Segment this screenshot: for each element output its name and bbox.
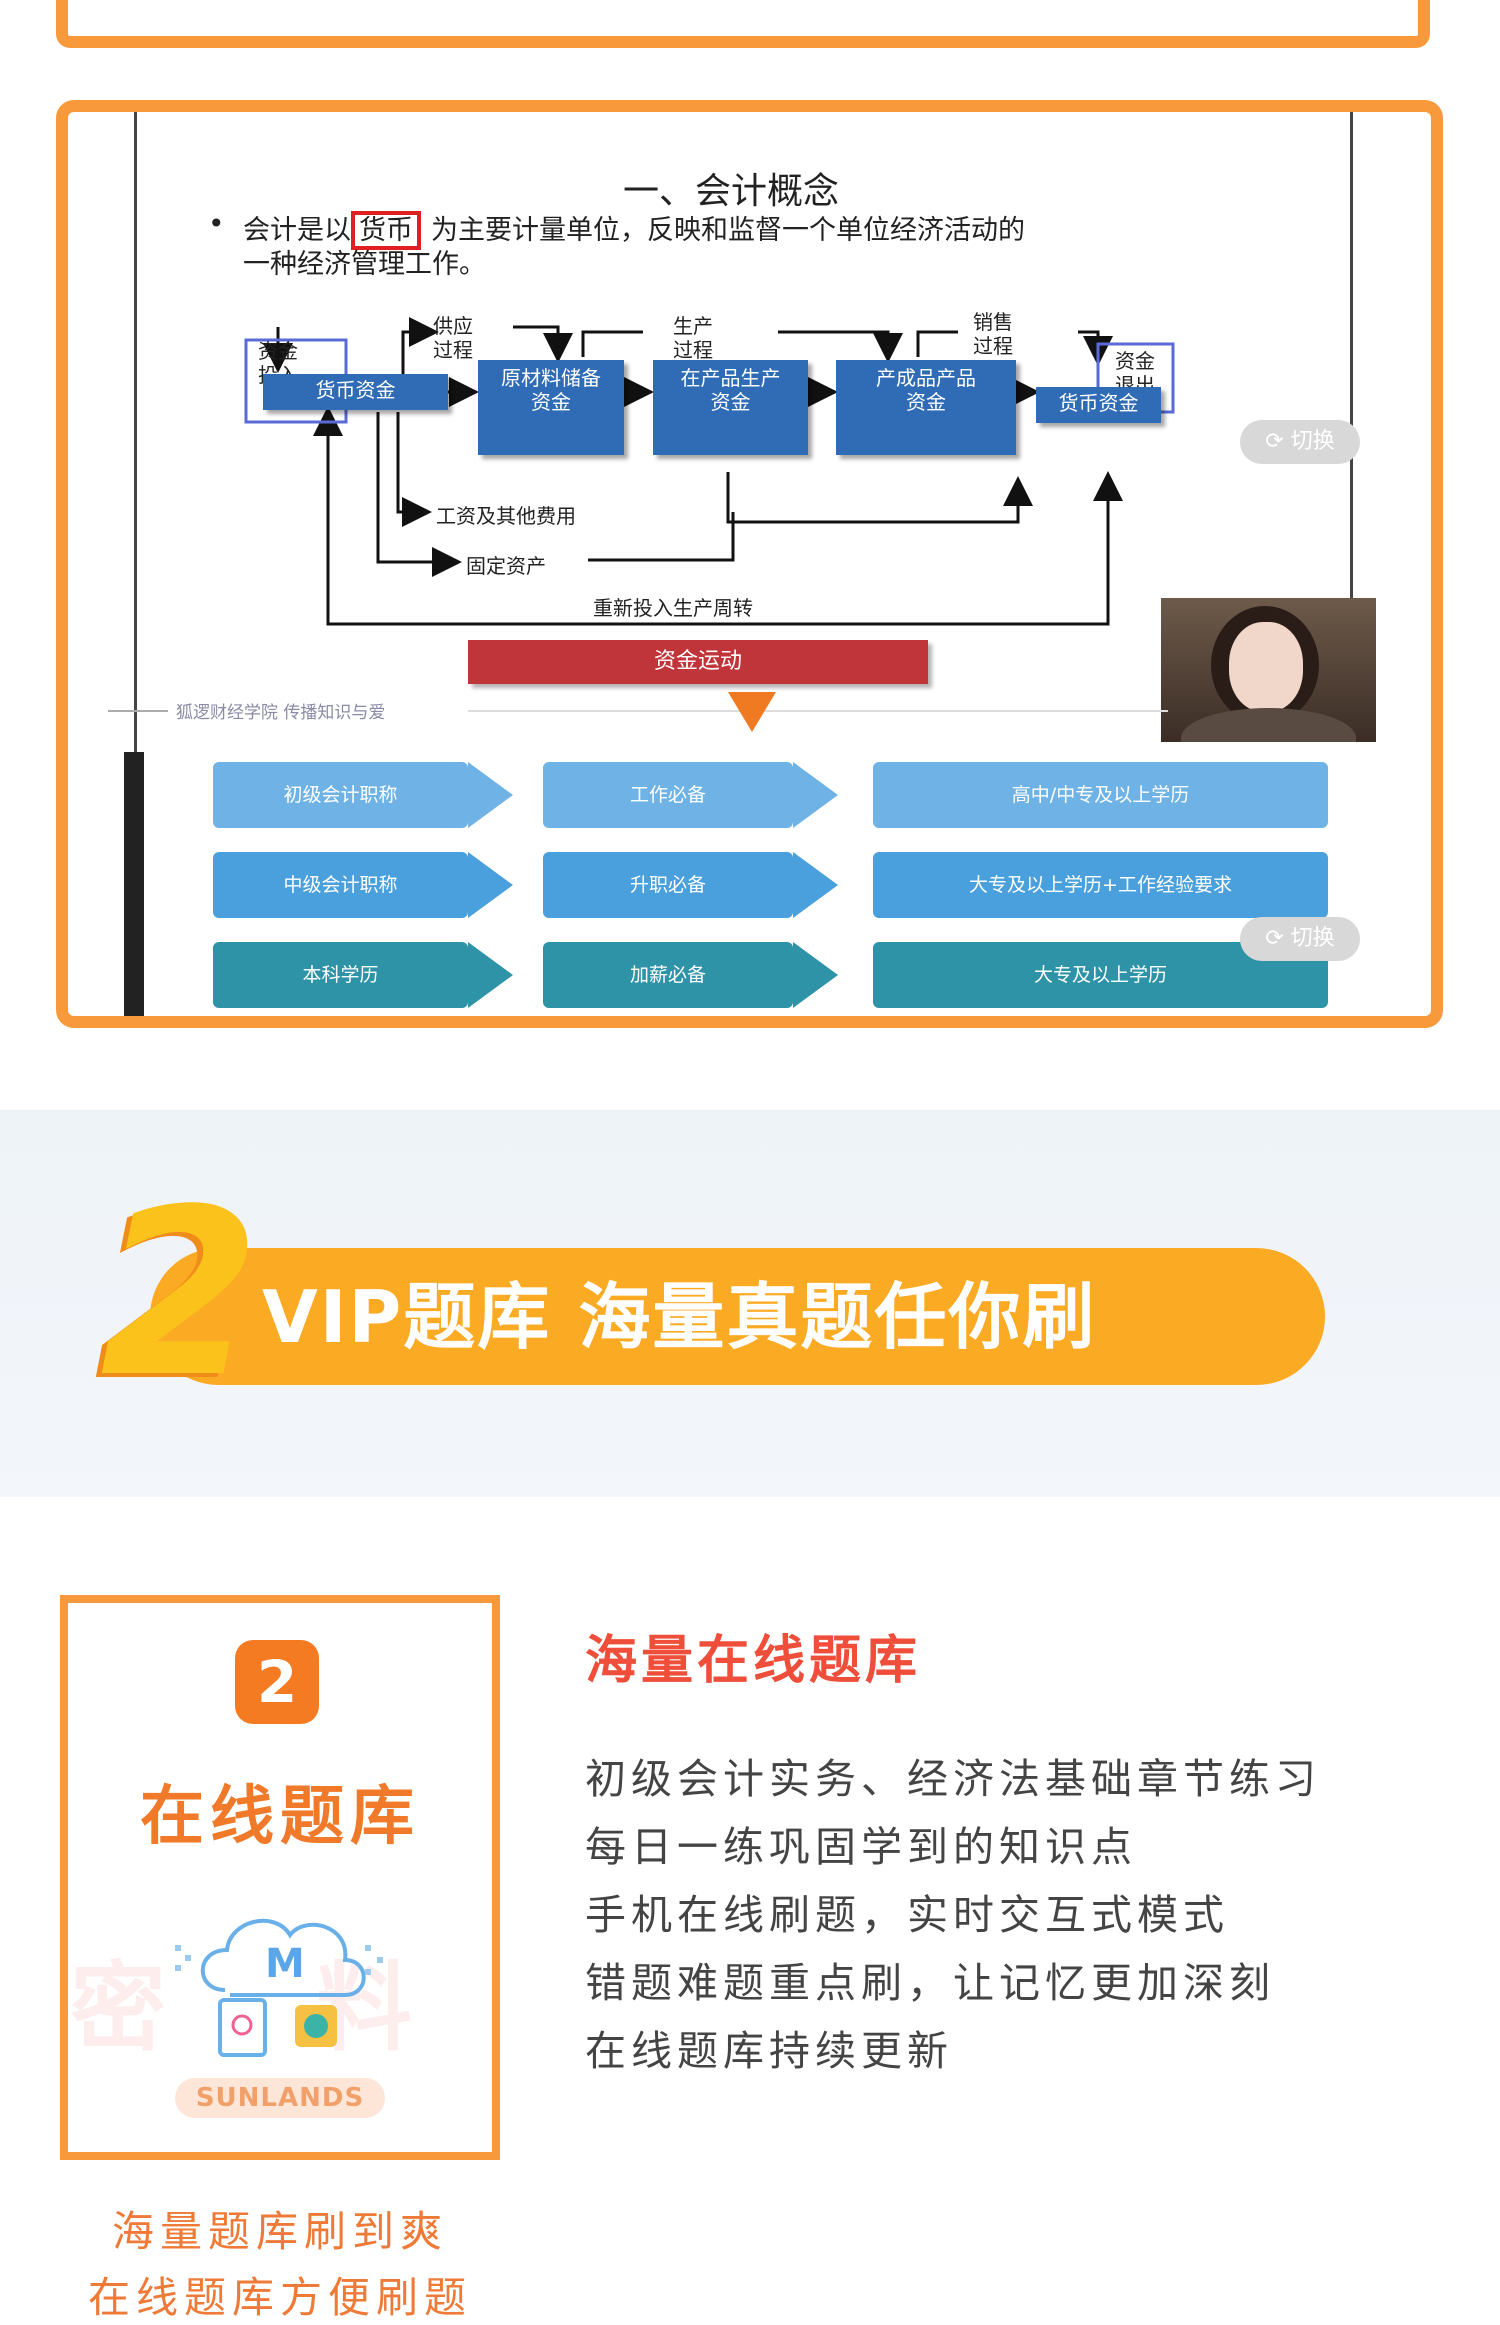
feature-line: 在线题库持续更新 [585, 2027, 953, 2075]
card-title: 在线题库 [140, 1780, 420, 1854]
arrow-icon [793, 942, 838, 1008]
switch-button-bottom[interactable]: ⟳ 切换 [1240, 917, 1360, 961]
career-row3-col1: 本科学历 [213, 942, 468, 1008]
arrow-icon [793, 762, 838, 828]
bullet-line-1: 会计是以货币为主要计量单位，反映和监督一个单位经济活动的 [243, 208, 1025, 250]
slide-left-border [134, 112, 137, 752]
label-production: 生产 过程 [673, 314, 713, 362]
school-divider-right [468, 710, 1168, 712]
label-fixed-assets: 固定资产 [466, 554, 546, 578]
teacher-webcam [1161, 598, 1376, 742]
teacher-face [1229, 622, 1303, 712]
cloud-question-bank-icon: M [175, 1918, 383, 2057]
teacher-clothes [1181, 708, 1356, 742]
arrow-icon [793, 852, 838, 918]
arrow-icon [468, 942, 513, 1008]
refresh-icon: ⟳ [1265, 429, 1284, 454]
feature-line: 初级会计实务、经济法基础章节练习 [585, 1755, 1321, 1803]
slide2-left-bar [124, 752, 144, 1016]
section-banner-pill [150, 1248, 1325, 1385]
switch-button-top[interactable]: ⟳ 切换 [1240, 420, 1360, 464]
slide-title: 一、会计概念 [623, 171, 840, 212]
arrow-icon [468, 852, 513, 918]
switch-label: 切换 [1290, 926, 1335, 951]
career-row2-col2: 升职必备 [543, 852, 793, 918]
arrow-icon [468, 762, 513, 828]
career-row2-col3: 大专及以上学历+工作经验要求 [873, 852, 1328, 918]
card-caption-2: 在线题库方便刷题 [87, 2273, 472, 2322]
lesson-video-panel[interactable]: 一、会计概念 • 会计是以货币为主要计量单位，反映和监督一个单位经济活动的 一种… [56, 100, 1443, 1028]
bullet-dot: • [208, 207, 225, 240]
career-row1-col3: 高中/中专及以上学历 [873, 762, 1328, 828]
brand-badge: SUNLANDS [175, 2078, 385, 2118]
feature-line: 手机在线刷题，实时交互式模式 [585, 1891, 1229, 1939]
career-row1-col2: 工作必备 [543, 762, 793, 828]
bullet-suffix: 为主要计量单位，反映和监督一个单位经济活动的 [431, 215, 1025, 246]
feature-heading: 海量在线题库 [585, 1631, 922, 1691]
previous-section-frame [56, 0, 1430, 48]
feature-line: 错题难题重点刷，让记忆更加深刻 [585, 1959, 1275, 2007]
career-row3-col2: 加薪必备 [543, 942, 793, 1008]
capital-movement-bar: 资金运动 [468, 640, 928, 684]
label-sales: 销售 过程 [973, 310, 1013, 358]
label-reinvest: 重新投入生产周转 [593, 596, 753, 620]
section-number: 2 [100, 1161, 261, 1428]
bullet-line-2: 一种经济管理工作。 [243, 249, 486, 280]
box-money-funds-2: 货币资金 [1036, 387, 1161, 423]
refresh-icon: ⟳ [1265, 926, 1284, 951]
card-caption-1: 海量题库刷到爽 [111, 2207, 448, 2256]
fund-flow-diagram [244, 317, 1175, 626]
school-caption: 狐逻财经学院 传播知识与爱 [176, 703, 386, 723]
fox-logo-icon [728, 692, 776, 732]
slide-right-border [1350, 112, 1353, 612]
box-money-funds-1: 货币资金 [263, 374, 448, 410]
career-row1-col1: 初级会计职称 [213, 762, 468, 828]
career-row2-col1: 中级会计职称 [213, 852, 468, 918]
label-wages: 工资及其他费用 [436, 504, 576, 528]
bullet-prefix: 会计是以 [243, 215, 351, 246]
switch-label: 切换 [1290, 429, 1335, 454]
svg-text:M: M [265, 1941, 305, 1987]
card-number-badge: 2 [235, 1640, 319, 1724]
box-finished-funds: 产成品产品 资金 [836, 360, 1016, 455]
label-supply: 供应 过程 [433, 314, 473, 362]
section-title: VIP题库 海量真题任你刷 [262, 1275, 1097, 1359]
box-wip-funds: 在产品生产 资金 [653, 360, 808, 455]
feature-line: 每日一练巩固学到的知识点 [585, 1823, 1137, 1871]
school-divider [108, 710, 168, 712]
box-materials-funds: 原材料储备 资金 [478, 360, 624, 455]
highlighted-term: 货币 [351, 211, 421, 250]
capital-movement-label: 资金运动 [653, 649, 742, 674]
